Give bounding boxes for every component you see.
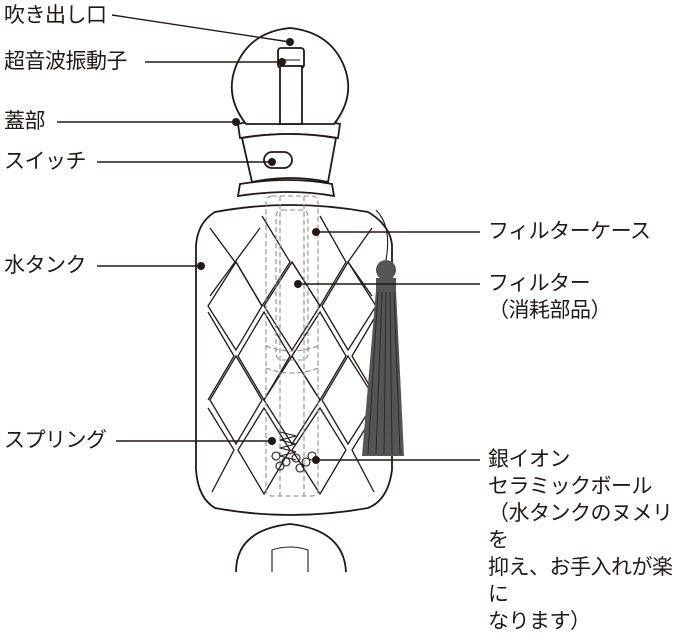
label-tank: 水タンク [4, 253, 87, 277]
label-ball-line2: セラミックボール [488, 474, 653, 498]
spring [279, 431, 297, 461]
label-filter-case: フィルターケース [488, 219, 651, 243]
label-ball-line5: なります） [488, 609, 591, 633]
label-transducer: 超音波振動子 [4, 49, 128, 73]
next-figure-partial [235, 523, 347, 572]
ceramic-balls [271, 451, 317, 473]
label-ball-line3: （水タンクのヌメリを [488, 501, 673, 552]
dome-cap [230, 27, 350, 125]
label-ball-line4: 抑え、お手入れが楽に [488, 555, 673, 606]
label-ball-line1: 銀イオン [488, 447, 571, 471]
label-filter: フィルター （消耗部品） [488, 270, 612, 324]
label-ceramic-ball: 銀イオン セラミックボール （水タンクのヌメリを 抑え、お手入れが楽に なります… [488, 446, 692, 635]
tassel [362, 209, 404, 456]
label-lid: 蓋部 [4, 109, 46, 133]
switch-button [263, 151, 293, 169]
label-outlet: 吹き出し口 [4, 3, 107, 27]
label-switch: スイッチ [4, 149, 87, 173]
humidifier-parts-diagram [57, 14, 480, 572]
label-filter-line1: フィルター [488, 271, 591, 295]
label-spring: スプリング [4, 428, 107, 452]
leader-lines [57, 14, 480, 464]
label-filter-line2: （消耗部品） [488, 298, 612, 322]
filter-case-hidden [265, 195, 319, 497]
